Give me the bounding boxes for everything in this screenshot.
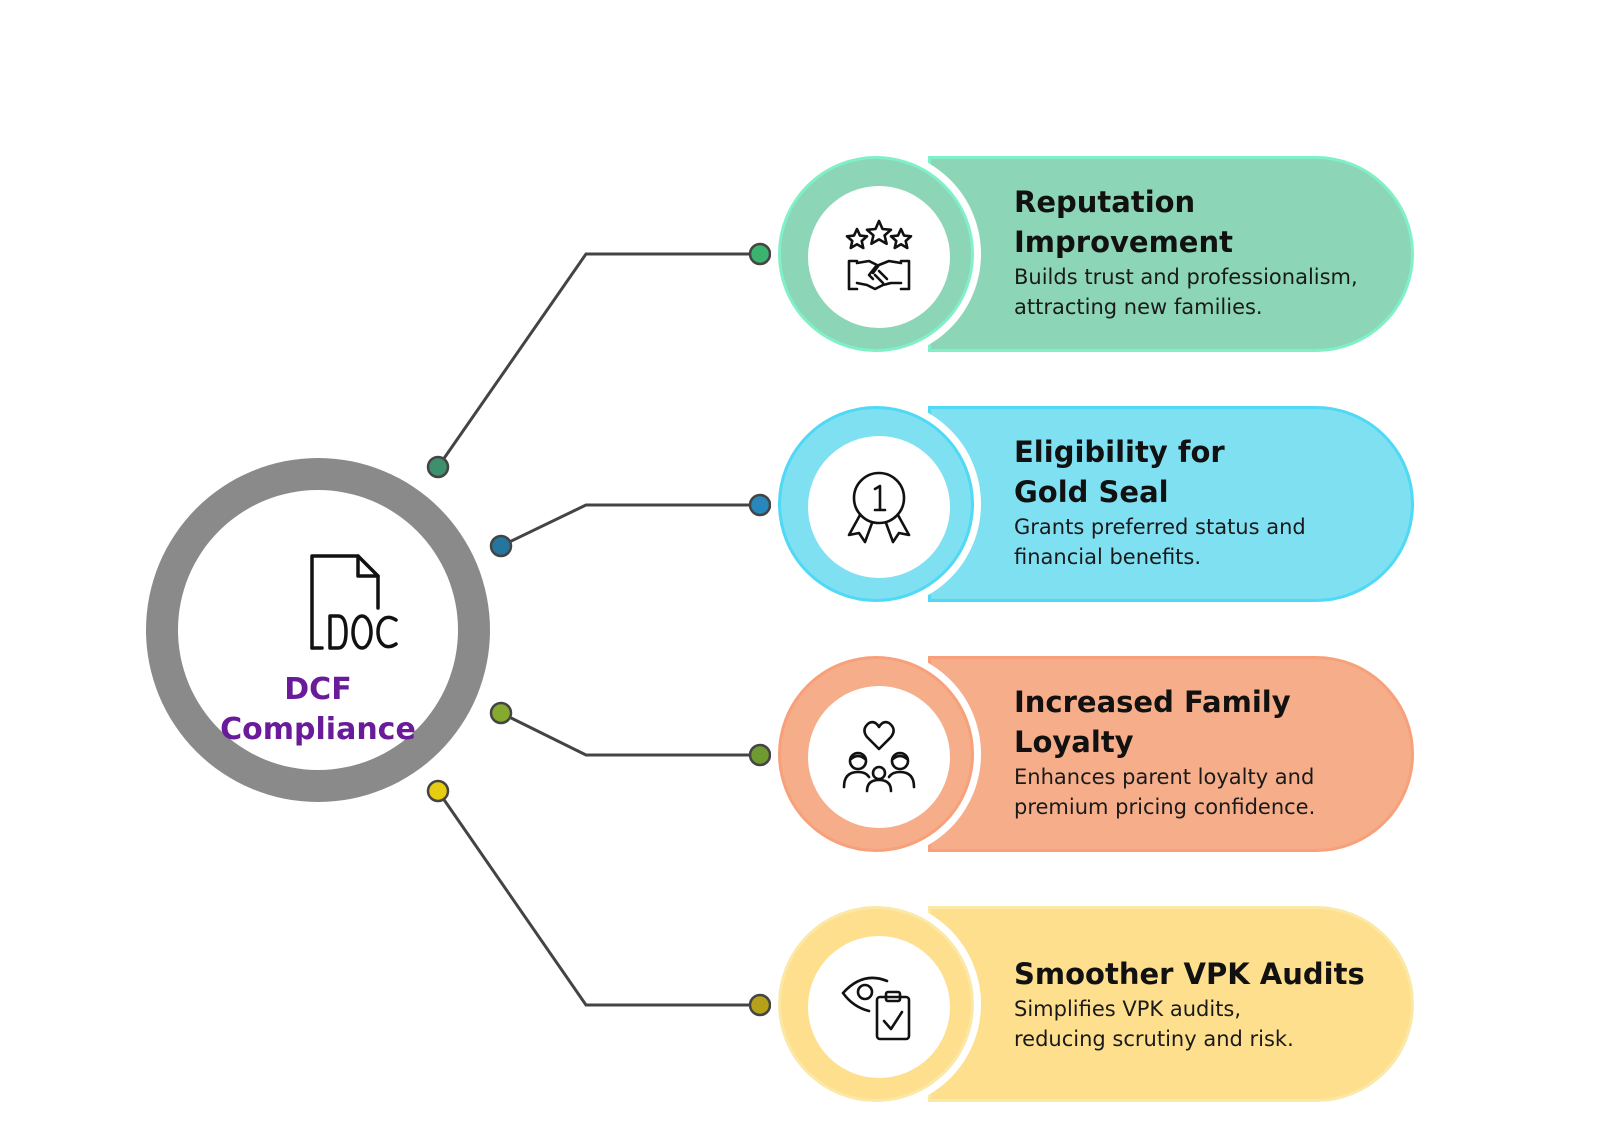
card-icon-ring [778,906,974,1102]
connector-line-3 [500,711,760,757]
card-description: Enhances parent loyalty and premium pric… [1014,765,1316,819]
stars-handshake-icon [845,219,913,291]
award-medal-icon [847,471,911,544]
benefit-card-gold-seal: Eligibility for Gold Seal Grants preferr… [778,406,1418,602]
card-description: Simplifies VPK audits, reducing scrutiny… [1014,997,1294,1051]
hub-circle: DCF Compliance [146,458,490,802]
card-dot-2 [748,493,772,517]
hub-dot-1 [426,455,450,479]
connector-line-4 [436,790,760,1007]
card-dot-3 [748,743,772,767]
benefit-card-vpk-audits: Smoother VPK Audits Simplifies VPK audit… [778,906,1418,1102]
card-title: Reputation Improvement [1014,185,1233,259]
card-pill [928,906,1414,1102]
card-title: Eligibility for Gold Seal [1014,435,1225,509]
connector-line-1 [436,252,760,468]
hub-title: DCF Compliance [220,672,416,747]
benefit-card-family-loyalty: Increased Family Loyalty Enhances parent… [778,656,1418,852]
family-heart-icon [842,720,916,793]
connector-line-2 [500,503,760,548]
card-icon-disc [808,936,950,1078]
doc-file-icon [310,554,398,650]
hub-dot-3 [489,701,513,725]
card-icon-disc [808,186,950,328]
card-title: Increased Family Loyalty [1014,685,1291,759]
card-dot-1 [748,242,772,266]
card-text: Increased Family Loyalty Enhances parent… [1014,682,1404,822]
hub-dot-4 [426,779,450,803]
eye-clipboard-check-icon [841,976,911,1041]
hub-dot-2 [489,534,513,558]
card-icon-disc [808,436,950,578]
card-pill [928,656,1414,852]
card-pill [928,156,1414,352]
benefit-card-reputation: Reputation Improvement Builds trust and … [778,156,1418,352]
card-description: Builds trust and professionalism, attrac… [1014,265,1358,319]
card-description: Grants preferred status and financial be… [1014,515,1306,569]
card-dot-4 [748,993,772,1017]
hub-inner-disc: DCF Compliance [178,490,458,770]
card-icon-ring [778,406,974,602]
card-icon-disc [808,686,950,828]
card-icon-ring [778,656,974,852]
card-text: Eligibility for Gold Seal Grants preferr… [1014,432,1404,572]
card-title: Smoother VPK Audits [1014,957,1365,991]
card-text: Smoother VPK Audits Simplifies VPK audit… [1014,954,1404,1054]
card-icon-ring [778,156,974,352]
card-text: Reputation Improvement Builds trust and … [1014,182,1404,322]
